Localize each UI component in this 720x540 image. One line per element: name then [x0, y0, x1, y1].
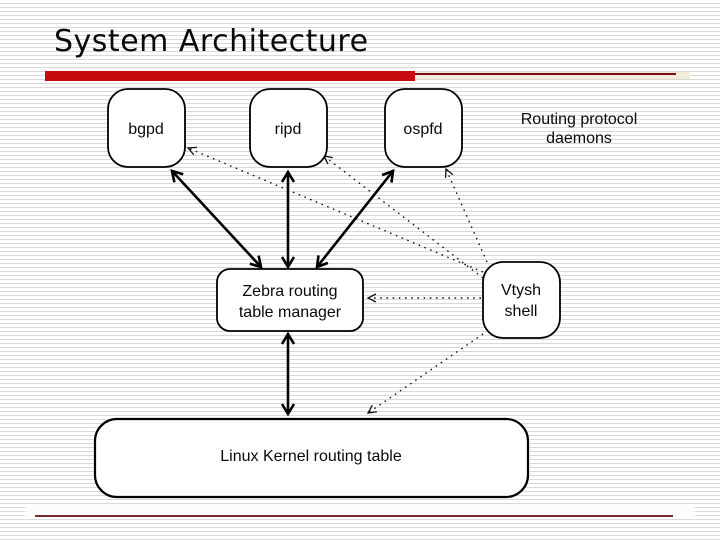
edge-vtysh-ospfd: [444, 167, 488, 263]
title-underline-band: [415, 72, 690, 79]
node-kernel-label: Linux Kernel routing table: [220, 448, 402, 465]
daemons-caption-line2: daemons: [546, 130, 612, 147]
edge-ospfd-zebra: [315, 169, 395, 269]
node-kernel-box: [93, 417, 530, 499]
node-zebra-label-line1: Zebra routing: [242, 283, 337, 300]
footer-band: [25, 505, 695, 516]
node-vtysh-label-line1: Vtysh: [501, 282, 541, 299]
page-title: System Architecture: [54, 24, 369, 59]
dotted-edges: [186, 146, 488, 414]
daemons-caption-line1: Routing protocol: [521, 111, 638, 128]
node-ripd: ripd: [249, 88, 328, 168]
edge-vtysh-bgpd: [186, 146, 484, 273]
node-kernel: Linux Kernel routing table: [93, 417, 530, 499]
title-underline-bar: [45, 71, 415, 81]
node-ospfd: ospfd: [384, 88, 463, 168]
node-ospfd-box: [384, 88, 463, 168]
edge-vtysh-ripd: [322, 155, 484, 279]
solid-edges: [170, 169, 395, 417]
node-ripd-label: ripd: [275, 121, 302, 138]
node-zebra-label-line2: table manager: [239, 304, 342, 321]
node-bgpd-box: [107, 88, 186, 168]
node-ripd-box: [249, 88, 328, 168]
title-thin-rule: [415, 73, 676, 75]
node-zebra-box: [216, 268, 364, 332]
node-ospfd-label: ospfd: [403, 121, 442, 138]
node-bgpd-label: bgpd: [128, 121, 164, 138]
edge-vtysh-kernel: [366, 333, 484, 414]
node-zebra: Zebra routing table manager: [216, 268, 364, 332]
daemons-caption: Routing protocol daemons: [521, 111, 638, 147]
node-vtysh-box: [482, 261, 561, 339]
node-vtysh-label-line2: shell: [505, 303, 538, 320]
edge-bgpd-zebra: [170, 169, 263, 269]
footer-rule: [35, 515, 673, 517]
node-vtysh: Vtysh shell: [482, 261, 561, 339]
node-bgpd: bgpd: [107, 88, 186, 168]
